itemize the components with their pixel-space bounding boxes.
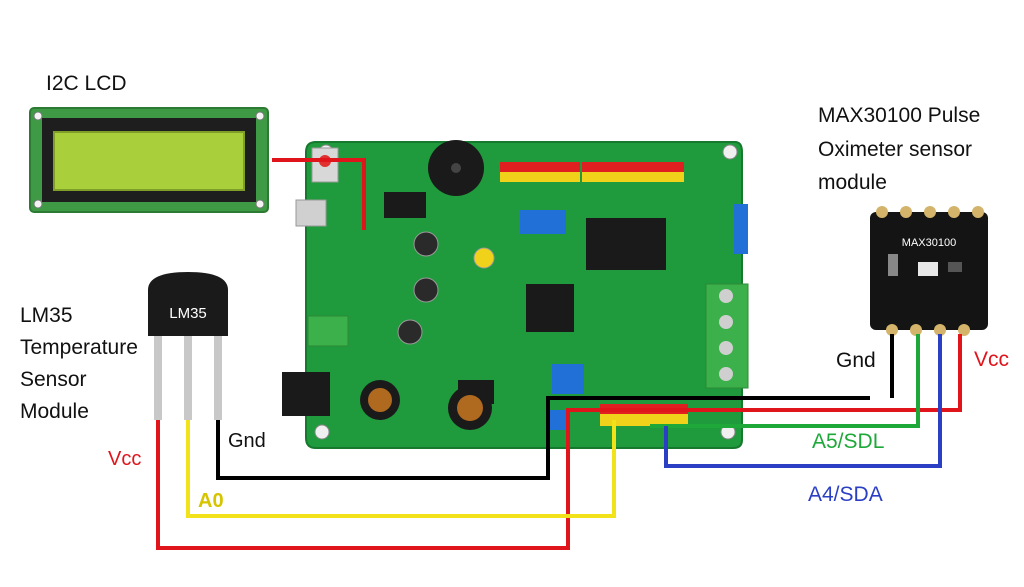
- max-vcc-label: Vcc: [974, 348, 1010, 371]
- max-title-line-3: module: [818, 171, 887, 194]
- lm35-title-line-2: Temperature: [20, 336, 138, 359]
- lm35-title-line-1: LM35: [20, 304, 73, 327]
- usb-port: [295, 199, 327, 227]
- lm35-sensor: [148, 272, 228, 420]
- lm35-vcc-label: Vcc: [108, 448, 142, 470]
- a5-label: A5/SDL: [812, 430, 885, 453]
- controller-board: [282, 140, 749, 449]
- lm35-title-line-3: Sensor: [20, 368, 87, 391]
- lm35-chip-text: LM35: [169, 305, 207, 322]
- a4-wire: [664, 334, 942, 468]
- a4-label: A4/SDA: [808, 483, 883, 506]
- i2c-lcd-module: [29, 107, 269, 213]
- lcd-title: I2C LCD: [46, 72, 127, 95]
- max-vcc-wire: [612, 334, 962, 412]
- lm35-gnd-wire: [216, 396, 870, 480]
- max-title-line-2: Oximeter sensor: [818, 138, 973, 161]
- lm35-a0-label: A0: [198, 490, 224, 512]
- max-gnd-label: Gnd: [836, 349, 876, 372]
- lcd-wire: [272, 158, 366, 230]
- lm35-vcc-wire: [156, 408, 612, 550]
- max-chip-text: MAX30100: [902, 237, 956, 249]
- lm35-title-line-4: Module: [20, 400, 89, 423]
- power-jack: [282, 372, 330, 416]
- lcd-screen: [53, 131, 245, 191]
- max30100-module: [870, 206, 988, 336]
- a5-wire: [650, 334, 920, 428]
- lm35-a0-wire: [186, 420, 616, 518]
- lm35-gnd-label: Gnd: [228, 430, 266, 452]
- max-title-line-1: MAX30100 Pulse: [818, 104, 981, 127]
- top-headers: [500, 162, 684, 182]
